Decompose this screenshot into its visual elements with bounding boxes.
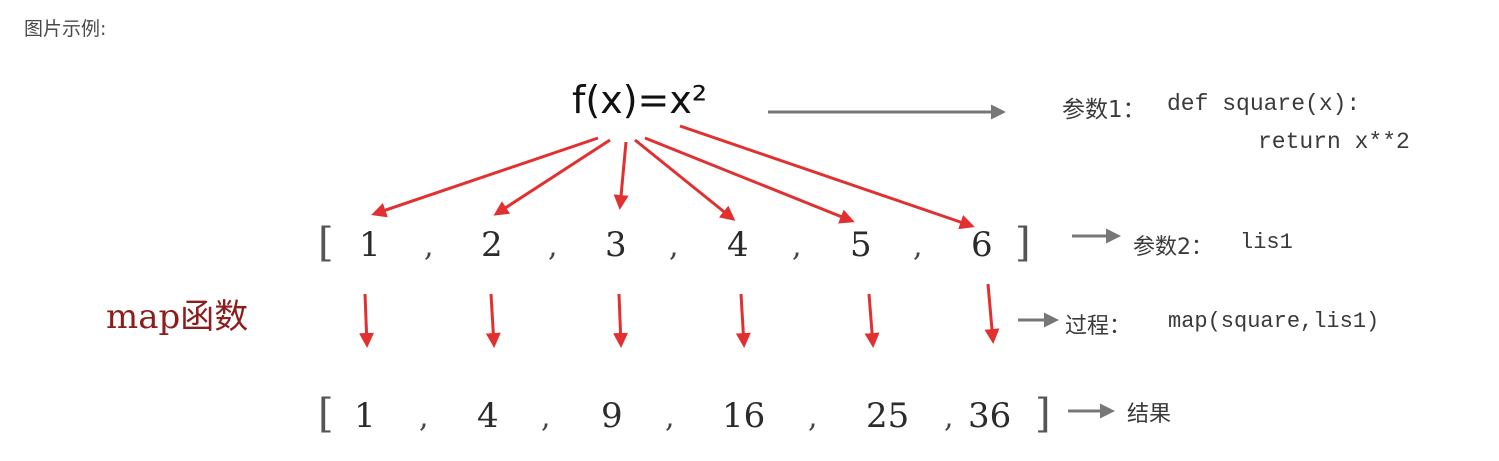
input-list-comma-3: , (669, 229, 679, 264)
output-list-comma-5: , (944, 400, 954, 435)
output-list-item-1: 1 (354, 396, 376, 436)
process-label: 过程： (1065, 314, 1132, 339)
output-list-comma-2: , (541, 400, 551, 435)
input-list-comma-4: , (792, 229, 802, 264)
input-list-comma-2: , (548, 229, 558, 264)
param1-label: 参数1： (1062, 97, 1146, 123)
output-list-close-bracket: ] (1035, 391, 1051, 437)
formula-to-item1-arrow (371, 136, 599, 218)
item2-to-result2-arrow (485, 293, 501, 348)
output-list-item-4: 16 (722, 396, 766, 436)
output-list-item-5: 25 (866, 396, 910, 436)
formula-to-item6-arrow (679, 124, 975, 230)
input-list-item-5: 5 (850, 225, 872, 265)
item4-to-result4-arrow (735, 293, 751, 348)
formula-to-item2-arrow (493, 138, 611, 216)
output-list-comma-4: , (808, 400, 818, 435)
map-function-label: map函数 (106, 297, 249, 337)
input-list-item-3: 3 (605, 225, 627, 265)
input-list-comma-5: , (913, 229, 923, 264)
result-label: 结果 (1127, 402, 1172, 427)
param1-code-line1: def square(x): (1167, 91, 1361, 117)
param2-label: 参数2： (1133, 235, 1213, 260)
formula: f(x)=x² (572, 78, 708, 122)
formula-to-item5-arrow (644, 136, 855, 224)
formula-to-item4-arrow (634, 138, 736, 221)
item5-to-result5-arrow (864, 293, 880, 348)
input-list-item-6: 6 (971, 225, 993, 265)
input-list-close-bracket: ] (1015, 220, 1031, 266)
item3-to-result3-arrow (613, 293, 629, 348)
output-list-open-bracket: [ (318, 391, 334, 437)
input-list-open-bracket: [ (318, 220, 334, 266)
item6-to-result6-arrow (984, 283, 1000, 344)
output-list-item-6: 36 (968, 396, 1012, 436)
output-list-comma-1: , (419, 400, 429, 435)
param1-code-line2: return x**2 (1258, 129, 1410, 155)
input-list-comma-1: , (424, 229, 434, 264)
input-list-item-4: 4 (727, 225, 749, 265)
output-list-item-3: 9 (601, 396, 623, 436)
output-list-item-2: 4 (477, 396, 499, 436)
input-list-item-2: 2 (481, 225, 503, 265)
process-value: map(square,lis1) (1168, 309, 1380, 334)
param2-value: lis1 (1240, 230, 1293, 255)
input-list-item-1: 1 (359, 225, 381, 265)
output-list-comma-3: , (665, 400, 675, 435)
formula-to-item3-arrow (613, 141, 629, 210)
item1-to-result1-arrow (359, 293, 375, 348)
caption: 图片示例: (24, 18, 107, 40)
